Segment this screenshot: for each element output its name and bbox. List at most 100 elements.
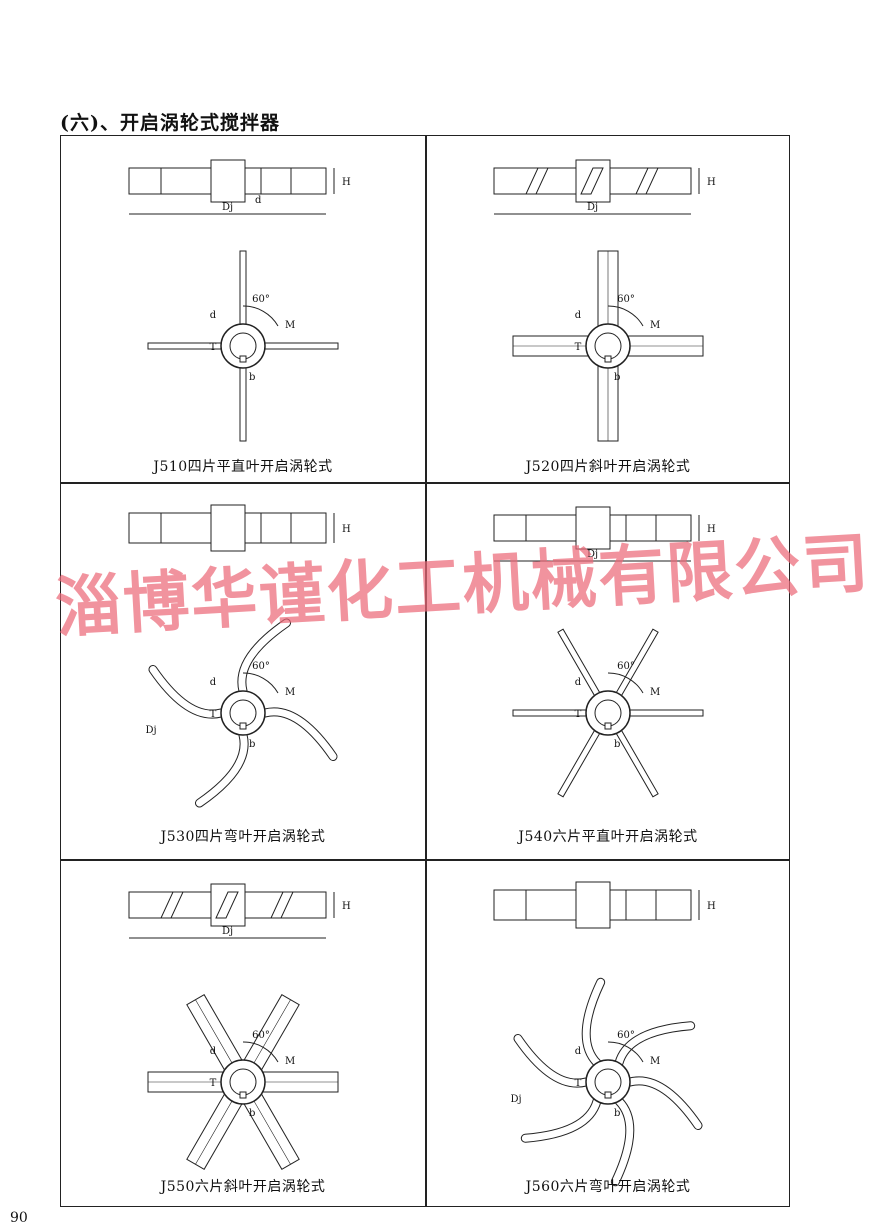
dimension-label: b xyxy=(249,372,255,383)
curved-blade-fill xyxy=(521,1097,601,1142)
dimension-label: H xyxy=(707,524,716,535)
side-view-hub xyxy=(210,159,246,203)
radial-blade xyxy=(614,728,659,798)
dimension-label: b xyxy=(249,739,255,750)
angle-arc xyxy=(242,305,279,327)
curved-blade-fill xyxy=(626,1077,702,1129)
keyway xyxy=(239,355,247,363)
side-view-hub xyxy=(575,506,611,550)
blade-center-line xyxy=(252,999,291,1065)
radial-blade xyxy=(627,709,704,717)
panel-caption: J510四片平直叶开启涡轮式 xyxy=(153,459,333,475)
hub-bore xyxy=(229,699,257,727)
dimension-label: 60° xyxy=(617,661,635,672)
keyway xyxy=(604,355,612,363)
inclined-blade-edge xyxy=(580,167,604,195)
keyway xyxy=(604,1091,612,1099)
dimension-label: b xyxy=(614,739,620,750)
curved-blade-fill xyxy=(611,1097,634,1186)
dimension-label: T xyxy=(575,1078,582,1089)
panel-caption: J550六片斜叶开启涡轮式 xyxy=(160,1179,326,1195)
column-divider xyxy=(425,136,427,1206)
angle-arc xyxy=(607,1041,644,1063)
curved-blade-fill xyxy=(238,619,290,695)
radial-blade xyxy=(262,342,339,350)
hub-bore xyxy=(229,1068,257,1096)
dimension-label: H xyxy=(342,177,351,188)
keyway xyxy=(604,722,612,730)
dimension-label: d xyxy=(255,195,262,206)
dimension-label: b xyxy=(614,372,620,383)
dimension-label: H xyxy=(707,177,716,188)
dimension-label: H xyxy=(342,901,351,912)
panel-caption: J540六片平直叶开启涡轮式 xyxy=(518,829,698,845)
hub-bore xyxy=(594,332,622,360)
angle-arc xyxy=(607,305,644,327)
dimension-label: H xyxy=(707,901,716,912)
dimension-label: d xyxy=(575,1046,582,1057)
hub-bore xyxy=(594,1068,622,1096)
angle-arc xyxy=(607,672,644,694)
hub-bore xyxy=(594,699,622,727)
curved-blade-fill xyxy=(514,1035,590,1087)
angle-arc xyxy=(242,672,279,694)
radial-blade xyxy=(239,250,247,327)
dimension-label: M xyxy=(650,320,660,331)
inclined-blade-edge xyxy=(160,891,184,919)
panel-caption: J530四片弯叶开启涡轮式 xyxy=(160,829,326,845)
dimension-label: d xyxy=(210,1046,217,1057)
blade-center-line xyxy=(195,999,234,1065)
dimension-label: 60° xyxy=(252,1030,270,1041)
panel-caption: J560六片弯叶开启涡轮式 xyxy=(525,1179,691,1195)
section-title: (六)、开启涡轮式搅拌器 xyxy=(60,112,280,134)
dimension-label: T xyxy=(210,709,217,720)
dimension-label: Dj xyxy=(222,202,233,213)
row-divider xyxy=(61,859,789,861)
dimension-label: Dj xyxy=(510,1094,521,1105)
curved-blade-fill xyxy=(149,666,225,718)
dimension-label: d xyxy=(575,310,582,321)
page-number: 90 xyxy=(10,1210,28,1226)
dimension-label: d xyxy=(210,677,217,688)
radial-blade xyxy=(557,728,602,798)
blade-center-line xyxy=(252,1099,291,1165)
dimension-label: 60° xyxy=(617,1030,635,1041)
keyway xyxy=(239,722,247,730)
inclined-blade-edge xyxy=(525,167,549,195)
dimension-label: T xyxy=(575,709,582,720)
curved-blade-fill xyxy=(196,731,248,807)
blade-center-line xyxy=(195,1099,234,1165)
curved-blade-fill xyxy=(261,708,337,760)
inclined-blade-edge xyxy=(270,891,294,919)
side-view-hub xyxy=(210,504,246,552)
dimension-label: b xyxy=(249,1108,255,1119)
angle-arc xyxy=(242,1041,279,1063)
dimension-label: T xyxy=(210,342,217,353)
dimension-label: Dj xyxy=(587,202,598,213)
dimension-label: M xyxy=(650,1056,660,1067)
dimension-label: M xyxy=(650,687,660,698)
inclined-blade-edge xyxy=(635,167,659,195)
inclined-blade-edge xyxy=(215,891,239,919)
dimension-label: 60° xyxy=(252,661,270,672)
dimension-label: T xyxy=(210,1078,217,1089)
dimension-label: b xyxy=(614,1108,620,1119)
dimension-label: d xyxy=(210,310,217,321)
dimension-label: 60° xyxy=(252,294,270,305)
row-divider xyxy=(61,482,789,484)
dimension-label: 60° xyxy=(617,294,635,305)
dimension-label: Dj xyxy=(587,549,598,560)
dimension-label: H xyxy=(342,524,351,535)
side-view-hub xyxy=(575,881,611,929)
